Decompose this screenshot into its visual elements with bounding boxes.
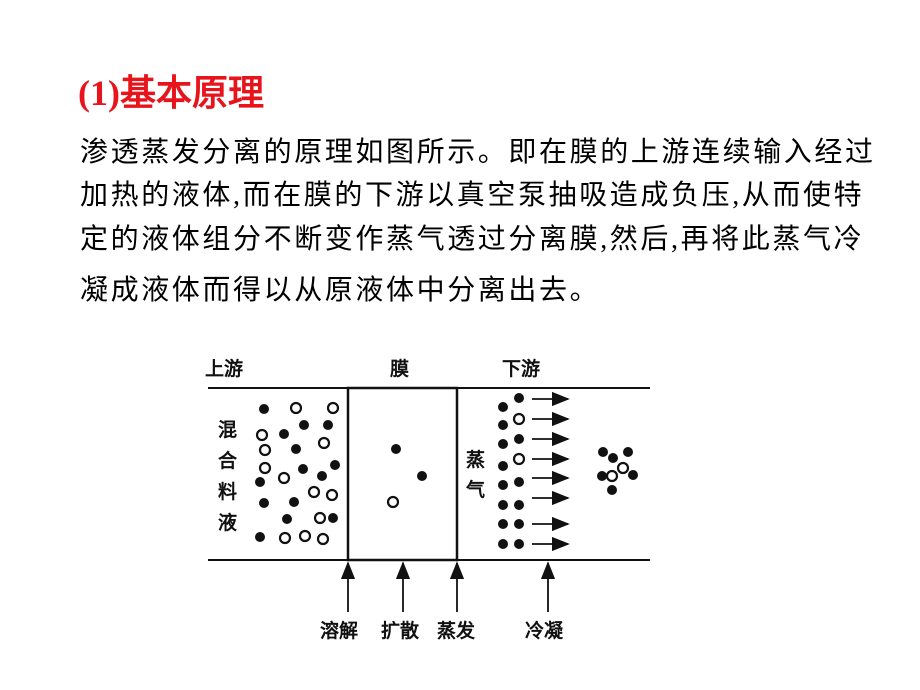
paragraph-line: 加热的液体,而在膜的下游以真空泵抽吸造成负压,从而使特 [80, 180, 865, 211]
open-molecule-dot [386, 495, 400, 509]
label-upstream: 上游 [205, 357, 243, 380]
feed-char: 混 [218, 419, 237, 441]
filled-molecule-dot [323, 420, 333, 430]
filled-molecule-dot [514, 434, 524, 444]
filled-molecule-dot [498, 461, 508, 471]
feed-char: 合 [218, 449, 238, 472]
open-molecule-dot [325, 488, 339, 502]
open-molecule-dot [512, 452, 526, 466]
open-molecule-dot [307, 485, 321, 499]
vapor-char: 气 [465, 478, 485, 501]
filled-molecule-dot [291, 444, 301, 454]
filled-molecule-dot [628, 470, 638, 480]
open-molecule-dot [298, 529, 312, 543]
filled-molecule-dot [608, 453, 618, 463]
filled-molecule-dot [498, 539, 508, 549]
step-condense: 冷凝 [525, 619, 564, 642]
open-molecule-dot [512, 412, 526, 426]
membrane-box [346, 386, 459, 562]
open-molecule-dot [605, 469, 619, 483]
filled-molecule-dot [317, 471, 327, 481]
open-molecule-dot [278, 531, 292, 545]
open-molecule-dot [277, 471, 291, 485]
filled-molecule-dot [597, 471, 607, 481]
filled-molecule-dot [514, 477, 524, 487]
section-title: (1)基本原理 [78, 73, 264, 113]
filled-molecule-dot [298, 464, 308, 474]
label-downstream: 下游 [502, 357, 540, 380]
filled-molecule-dot [498, 420, 508, 430]
step-evaporate: 蒸发 [437, 619, 476, 642]
filled-molecule-dot [330, 460, 340, 470]
open-molecule-dot [326, 401, 340, 415]
filled-molecule-dot [607, 485, 617, 495]
open-molecule-dot [258, 443, 272, 457]
filled-molecule-dot [514, 539, 524, 549]
filled-molecule-dot [259, 404, 269, 414]
feed-char: 料 [218, 480, 237, 503]
filled-molecule-dot [289, 497, 299, 507]
step-diffuse: 扩散 [381, 619, 419, 642]
paragraph-line: 渗透蒸发分离的原理如图所示。即在膜的上游连续输入经过 [80, 137, 876, 168]
feed-char: 液 [218, 511, 238, 534]
open-molecule-dot [255, 428, 269, 442]
filled-molecule-dot [498, 480, 508, 490]
open-molecule-dot [616, 461, 630, 475]
filled-molecule-dot [498, 439, 508, 449]
filled-molecule-dot [255, 532, 265, 542]
label-membrane: 膜 [389, 357, 409, 380]
vapor-char: 蒸 [466, 448, 485, 471]
filled-molecule-dot [255, 477, 265, 487]
filled-molecule-dot [417, 471, 427, 481]
filled-molecule-dot [498, 500, 508, 510]
filled-molecule-dot [259, 498, 269, 508]
open-molecule-dot [316, 532, 330, 546]
open-molecule-dot [289, 401, 303, 415]
filled-molecule-dot [299, 420, 309, 430]
step-dissolve: 溶解 [320, 619, 358, 642]
filled-molecule-dot [282, 514, 292, 524]
filled-molecule-dot [514, 500, 524, 510]
filled-molecule-dot [391, 444, 401, 454]
open-molecule-dot [313, 511, 327, 525]
open-molecule-dot [258, 461, 272, 475]
filled-molecule-dot [514, 393, 524, 403]
filled-molecule-dot [498, 402, 508, 412]
filled-molecule-dot [623, 447, 633, 457]
filled-molecule-dot [328, 513, 338, 523]
paragraph-line: 定的液体组分不断变作蒸气透过分离膜,然后,再将此蒸气冷 [80, 224, 865, 255]
filled-molecule-dot [598, 447, 608, 457]
filled-molecule-dot [498, 519, 508, 529]
paragraph-line: 凝成液体而得以从原液体中分离出去。 [80, 275, 601, 306]
filled-molecule-dot [279, 429, 289, 439]
filled-molecule-dot [514, 519, 524, 529]
open-molecule-dot [317, 436, 331, 450]
